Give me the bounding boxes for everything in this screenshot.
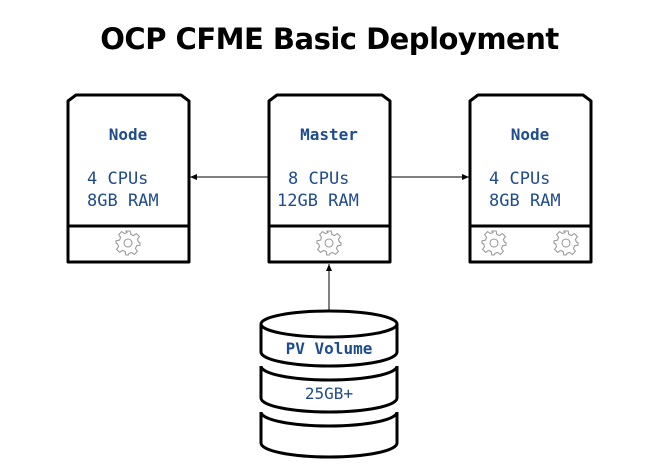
server-ram: 12GB RAM [277, 191, 359, 211]
pv-volume: PV Volume 25GB+ [259, 309, 399, 459]
server-ram: 8GB RAM [87, 191, 159, 211]
diagram-title: OCP CFME Basic Deployment [100, 22, 559, 56]
server-cpus: 4 CPUs [87, 169, 148, 189]
server-cpus: 8 CPUs [288, 169, 349, 189]
server-master: Master 8 CPUs 12GB RAM [267, 93, 392, 264]
server-name: Node [511, 125, 550, 144]
server-ram: 8GB RAM [489, 191, 561, 211]
volume-name: PV Volume [286, 339, 373, 358]
server-node-right: Node 4 CPUs 8GB RAM [468, 93, 593, 264]
server-node-left: Node 4 CPUs 8GB RAM [66, 93, 191, 264]
server-cpus: 4 CPUs [489, 169, 550, 189]
server-name: Master [300, 125, 358, 144]
server-name: Node [109, 125, 148, 144]
volume-size: 25GB+ [305, 384, 353, 403]
